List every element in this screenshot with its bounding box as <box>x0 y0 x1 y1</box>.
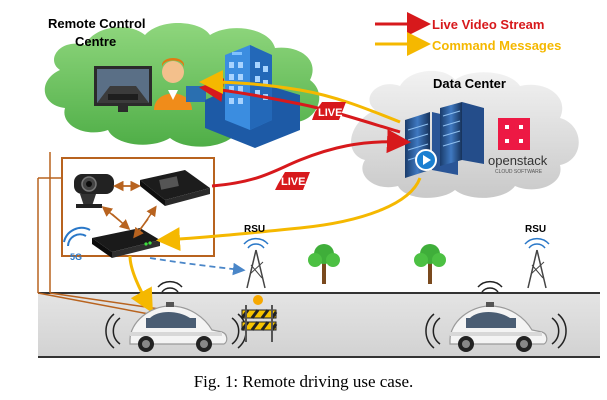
wireless-link <box>149 257 246 276</box>
legend: Live Video Stream Command Messages <box>375 12 561 56</box>
command-message-links <box>128 70 422 314</box>
rsu-tower-left: RSU <box>243 224 269 289</box>
5g-label: 5G <box>70 252 82 262</box>
legend-command-label: Command Messages <box>432 38 561 53</box>
tree-icon-left <box>308 244 340 284</box>
monitor-icon <box>94 66 152 112</box>
office-building-icon <box>205 45 300 148</box>
operator-icon <box>154 58 206 110</box>
remote-control-centre-label-1: Remote Control <box>48 16 146 31</box>
live-badge-top-label: LIVE <box>318 107 342 119</box>
data-center-label: Data Center <box>433 76 506 91</box>
autonomous-car-left <box>105 280 247 352</box>
camera-icon <box>74 174 114 208</box>
rsu-right-label: RSU <box>525 224 546 235</box>
internal-connections <box>101 180 157 239</box>
roadblock-icon <box>240 295 278 342</box>
remote-control-centre-label-2: Centre <box>75 34 116 49</box>
compute-board-icon <box>140 170 210 206</box>
5g-signal-icon: 5G <box>63 226 91 262</box>
live-badge-top: LIVE <box>312 102 346 120</box>
openstack-logo-subtitle: CLOUD SOFTWARE <box>495 169 543 175</box>
rsu-left-label: RSU <box>244 224 265 235</box>
server-rack-icon <box>405 102 484 178</box>
openstack-logo-text: openstack <box>488 153 548 168</box>
rsu-tower-right: RSU <box>524 224 550 289</box>
video-stream-links <box>199 78 411 188</box>
live-badge-mid-label: LIVE <box>281 176 305 188</box>
tree-icon-right <box>414 244 446 284</box>
figure-caption: Fig. 1: Remote driving use case. <box>193 372 414 391</box>
autonomous-car-right <box>425 280 567 352</box>
legend-video-label: Live Video Stream <box>432 17 544 32</box>
openstack-logo: openstack CLOUD SOFTWARE <box>488 118 548 175</box>
live-badge-mid: LIVE <box>275 172 310 190</box>
